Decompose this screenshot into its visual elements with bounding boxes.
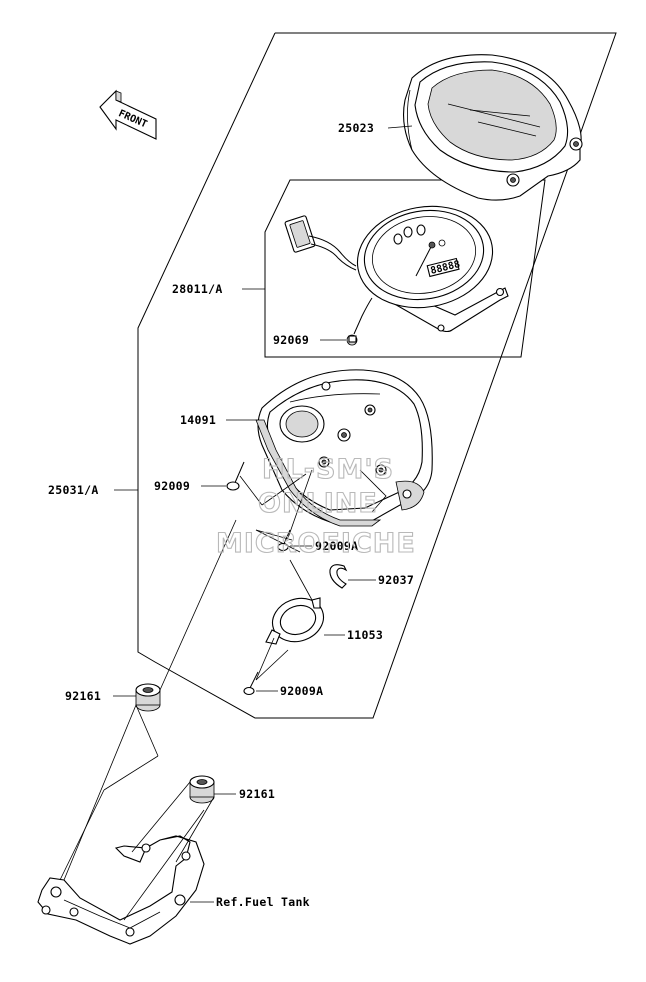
label-25031a: 25031/A	[48, 483, 99, 497]
label-92037: 92037	[378, 573, 414, 587]
meter-case-part	[255, 369, 433, 527]
watermark-line2: ONLINE	[258, 488, 378, 519]
meter-cover-part	[403, 54, 583, 201]
label-28011a: 28011/A	[172, 282, 223, 296]
label-25023: 25023	[338, 121, 374, 135]
front-arrow-icon: FRONT	[99, 89, 157, 140]
label-ref-fuel-tank: Ref.Fuel Tank	[216, 895, 310, 909]
meter-unit-part: 88888	[284, 205, 509, 346]
label-92009a-upper: 92009A	[315, 539, 358, 553]
watermark-line1: HL-SM'S	[262, 454, 394, 485]
screw-92009a-lower-part	[243, 671, 259, 696]
watermark-line3: MICROFICHE	[216, 528, 416, 559]
bracket-11053-part	[265, 597, 325, 645]
label-92009a-lower: 92009A	[280, 684, 323, 698]
clip-92037-part	[329, 564, 348, 589]
label-11053: 11053	[347, 628, 383, 642]
grommet-92161-left-part	[135, 683, 161, 712]
label-14091: 14091	[180, 413, 216, 427]
label-92009: 92009	[154, 479, 190, 493]
screw-92009-part	[226, 461, 245, 491]
label-92161-right: 92161	[239, 787, 275, 801]
label-92161-left: 92161	[65, 689, 101, 703]
grommet-92161-right-part	[189, 775, 215, 804]
label-92069: 92069	[273, 333, 309, 347]
watermark: HL-SM'S ONLINE MICROFICHE	[215, 453, 416, 559]
assembly-lines	[59, 125, 413, 921]
fuel-tank-bracket-part	[37, 835, 205, 945]
